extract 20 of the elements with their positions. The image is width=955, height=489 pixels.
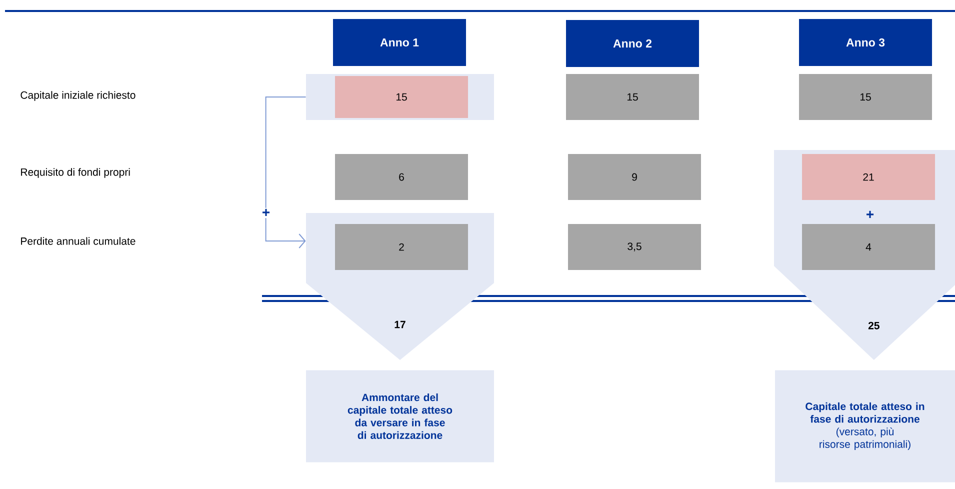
value-box: 4 <box>802 224 935 270</box>
year-header: Anno 3 <box>799 19 932 66</box>
year-header: Anno 2 <box>566 20 699 67</box>
row-label: Perdite annuali cumulate <box>21 237 136 245</box>
value-box: 9 <box>568 154 701 200</box>
value-box: 3,5 <box>568 224 701 270</box>
edge-label: + <box>260 208 272 218</box>
plus-sign: + <box>866 210 874 218</box>
value-box: 15 <box>566 74 699 120</box>
note-box: Capitale totale atteso in fase di autorizzazione (versato, più risorse patrimoniali) <box>775 370 955 482</box>
year-header: Anno 1 <box>333 19 466 66</box>
value-box: 2 <box>335 224 468 270</box>
value-box: 15 <box>799 74 932 120</box>
elbow-arrow <box>265 96 306 248</box>
row-label: Capitale iniziale richiesto <box>20 91 136 101</box>
value-box: 21 <box>802 154 935 200</box>
row-label: Requisito di fondi propri <box>21 168 130 178</box>
value-box: 15 <box>335 76 468 118</box>
value-box: 6 <box>335 154 468 200</box>
note-box: Ammontare del capitale totale atteso da versare in fase di autorizzazione <box>306 370 494 462</box>
